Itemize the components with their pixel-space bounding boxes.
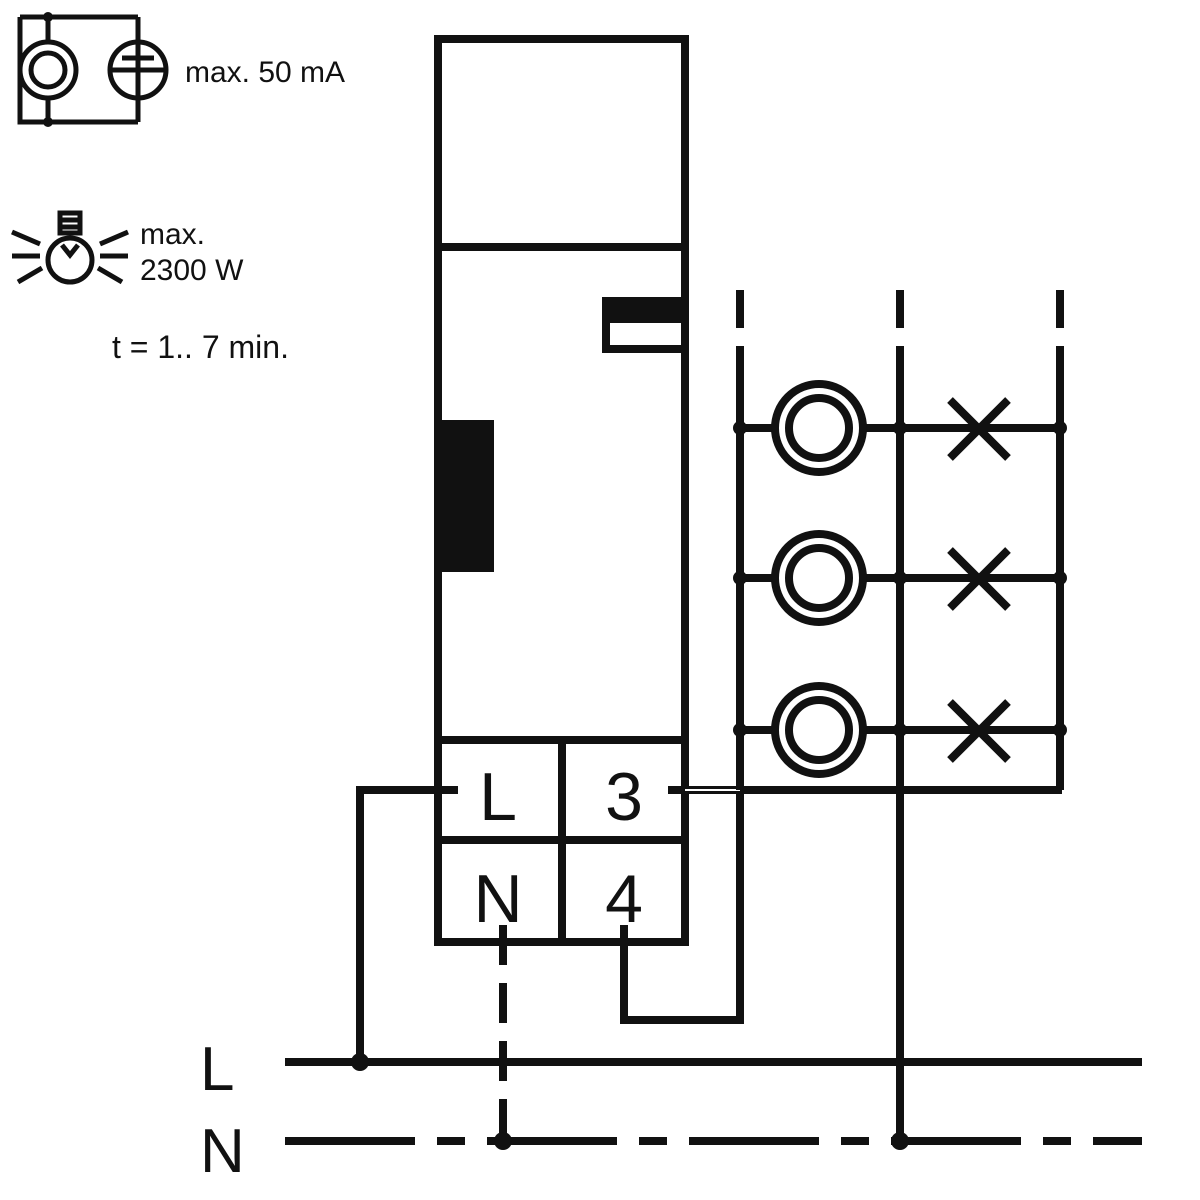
time-range-label: t = 1.. 7 min. [112,329,289,365]
terminal-N-label: N [473,861,522,937]
wiring [356,290,1064,1141]
glow-lamp-legend: max. 50 mA [17,12,345,127]
glow-lamp-max-label: max. 50 mA [185,56,345,89]
relay-block [442,420,494,572]
push-button-icon [771,682,867,778]
bus-N-label: N [200,1117,245,1186]
bulb-legend: max. 2300 W t = 1.. 7 min. [11,210,289,365]
terminal-L-label: L [479,759,517,835]
lamp-load-icon [947,397,1011,461]
bulb-power-label: 2300 W [140,254,244,287]
neon-lamp-icon [107,39,169,101]
push-button-icon [771,530,867,626]
terminal-4-label: 4 [605,861,643,937]
supply-bus-L: L [200,1035,1142,1104]
light-bulb-icon [11,210,129,285]
bulb-max-label: max. [140,218,205,251]
staircase-timer-device: L 3 N 4 [434,35,689,946]
switch-row-1 [733,380,1067,476]
switch-row-2 [733,530,1067,626]
lamp-load-icon [947,699,1011,763]
bus-L-label: L [200,1035,234,1104]
lamp-load-icon [947,547,1011,611]
glow-lamp-icon [17,17,79,122]
switch-row-3 [733,682,1067,778]
terminal-3-label: 3 [605,759,643,835]
push-button-icon [771,380,867,476]
supply-bus-N: N [200,1117,1142,1186]
